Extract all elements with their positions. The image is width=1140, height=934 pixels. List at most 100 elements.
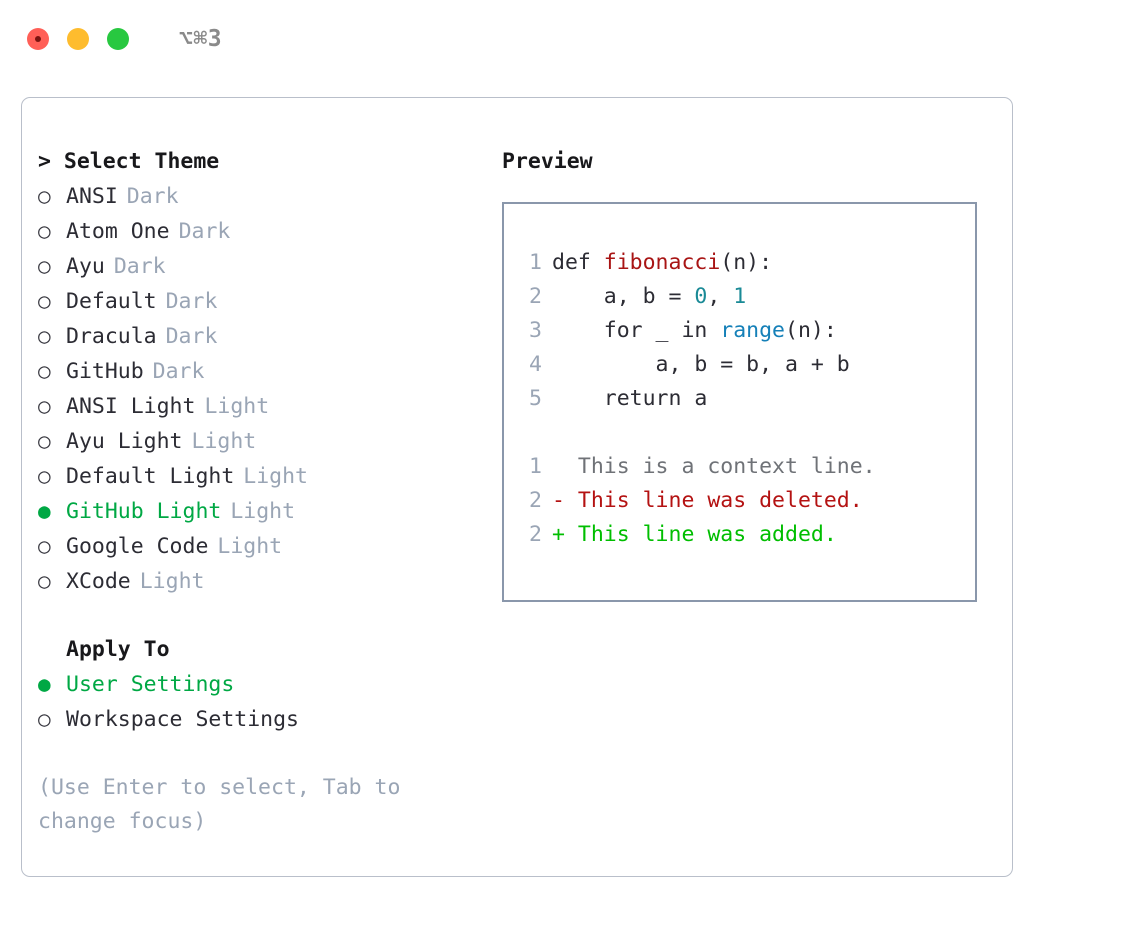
code-text: for _ in range(n): [552,314,837,348]
theme-option-label: Google Code [66,534,209,559]
theme-option-label: Dracula [66,324,157,349]
window-controls [27,28,129,50]
code-text: return a [552,382,708,416]
diff-marker: + [552,522,578,547]
theme-option-google-code[interactable]: ○ Google Code Light [38,529,478,564]
code-line: 3 for _ in range(n): [516,314,975,348]
theme-option-default[interactable]: ○ Default Dark [38,284,478,319]
theme-variant-badge: Light [204,394,270,419]
diff-text: This line was deleted. [577,488,863,513]
radio-unselected-icon: ○ [38,184,51,208]
diff-text: This line was added. [577,522,837,547]
theme-option-github-light[interactable]: ● GitHub Light Light [38,494,478,529]
theme-variant-badge: Dark [165,289,218,314]
code-token-plain: (n): [785,318,837,343]
line-number: 2 [529,284,542,309]
theme-option-label: ANSI Light [66,394,196,419]
radio-selected-icon: ● [38,499,51,523]
theme-option-label: GitHub [66,359,144,384]
theme-option-label: Default [66,289,157,314]
diff-line-add: 2+ This line was added. [516,518,975,552]
theme-option-label: Atom One [66,219,170,244]
minimize-button[interactable] [67,28,89,50]
section-spacer [38,599,478,633]
theme-variant-badge: Dark [178,219,231,244]
theme-option-label: Ayu Light [66,429,183,454]
theme-option-atom-one[interactable]: ○ Atom One Dark [38,214,478,249]
radio-selected-icon: ● [38,672,51,696]
close-button[interactable] [27,28,49,50]
code-text: a, b = 0, 1 [552,280,746,314]
radio-unselected-icon: ○ [38,464,51,488]
radio-unselected-icon: ○ [38,707,51,731]
theme-option-ansi-light[interactable]: ○ ANSI Light Light [38,389,478,424]
theme-option-label: GitHub Light [66,499,222,524]
theme-option-label: Ayu [66,254,105,279]
code-token-plain: (n): [720,250,773,275]
code-token-num: 0 [694,284,708,309]
theme-option-label: ANSI [66,184,118,209]
theme-option-ayu-light[interactable]: ○ Ayu Light Light [38,424,478,459]
theme-variant-badge: Light [243,464,309,489]
apply-option-label: User Settings [66,672,235,697]
code-line: 5 return a [516,382,975,416]
radio-unselected-icon: ○ [38,324,51,348]
theme-option-github[interactable]: ○ GitHub Dark [38,354,478,389]
radio-unselected-icon: ○ [38,429,51,453]
theme-variant-badge: Dark [113,254,166,279]
window-titlebar: ⌥⌘3 [0,0,1140,78]
theme-variant-badge: Light [230,499,296,524]
radio-unselected-icon: ○ [38,359,51,383]
radio-unselected-icon: ○ [38,569,51,593]
radio-unselected-icon: ○ [38,254,51,278]
apply-to-header: Apply To [66,637,170,662]
theme-option-default-light[interactable]: ○ Default Light Light [38,459,478,494]
code-token-plain: a, b = b, a + b [552,352,850,377]
code-token-plain: a, b = [552,284,695,309]
code-text: a, b = b, a + b [552,348,850,382]
code-token-builtin: range [720,318,786,343]
theme-variant-badge: Light [191,429,257,454]
diff-sample: 1 This is a context line.2- This line wa… [516,450,975,552]
line-number: 4 [529,352,542,377]
theme-option-dracula[interactable]: ○ Dracula Dark [38,319,478,354]
apply-option-label: Workspace Settings [66,707,299,732]
line-number: 2 [529,488,542,513]
theme-option-label: Default Light [66,464,235,489]
line-number: 1 [529,454,542,479]
radio-unselected-icon: ○ [38,219,51,243]
theme-option-ayu[interactable]: ○ Ayu Dark [38,249,478,284]
maximize-button[interactable] [107,28,129,50]
code-diff-spacer [516,416,975,450]
apply-option-user-settings[interactable]: ● User Settings [38,667,478,702]
radio-unselected-icon: ○ [38,289,51,313]
theme-variant-badge: Dark [126,184,179,209]
line-number: 1 [529,250,542,275]
theme-variant-badge: Dark [165,324,218,349]
apply-to-list: ● User Settings ○ Workspace Settings [38,667,478,737]
radio-unselected-icon: ○ [38,534,51,558]
theme-option-ansi[interactable]: ○ ANSI Dark [38,179,478,214]
theme-variant-badge: Light [217,534,283,559]
line-number: 5 [529,386,542,411]
preview-title: Preview [502,149,593,174]
diff-marker [552,450,578,484]
theme-option-label: XCode [66,569,131,594]
select-theme-header: > Select Theme [38,149,220,174]
code-text: def fibonacci(n): [552,246,772,280]
code-token-num: 1 [733,284,747,309]
theme-variant-badge: Dark [152,359,205,384]
apply-option-workspace-settings[interactable]: ○ Workspace Settings [38,702,478,737]
diff-text: This is a context line. [577,454,876,479]
diff-line-ctx: 1 This is a context line. [516,450,975,484]
code-token-fn: fibonacci [603,250,721,275]
code-token-plain: def [552,250,604,275]
radio-unselected-icon: ○ [38,394,51,418]
keyboard-shortcut-label: ⌥⌘3 [179,26,223,52]
